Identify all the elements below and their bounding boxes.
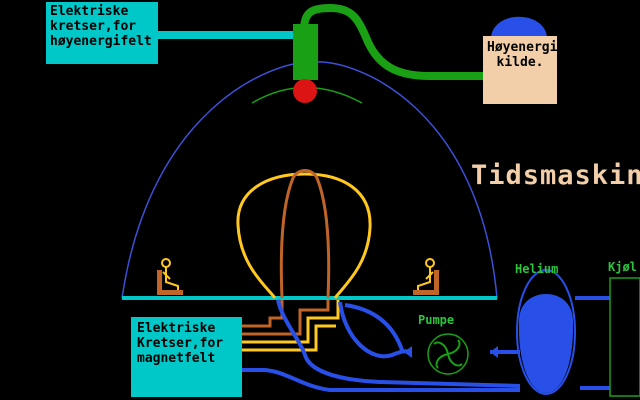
flow-arrows bbox=[404, 346, 498, 358]
energy-source-dome bbox=[491, 16, 547, 37]
energy-source-label: Høyenergi kilde. bbox=[483, 36, 557, 104]
seated-person-left-icon bbox=[157, 258, 183, 295]
seated-person-right-icon bbox=[413, 258, 439, 295]
emitter-housing bbox=[293, 24, 318, 80]
copper-arch bbox=[279, 169, 331, 299]
helium-label: Helium bbox=[515, 262, 559, 276]
energy-pipe bbox=[300, 3, 484, 80]
pump-fan-icon bbox=[427, 333, 469, 375]
hf-circuits-label: Elektriske kretser,for høyenergifelt bbox=[46, 2, 158, 64]
helium-pipes bbox=[238, 296, 610, 392]
pump-label: Pumpe bbox=[418, 313, 455, 327]
magnet-wires bbox=[242, 300, 340, 352]
cooler-unit bbox=[609, 277, 640, 397]
energy-emitter-icon bbox=[293, 79, 317, 103]
helium-tank bbox=[516, 269, 576, 395]
magnet-coil bbox=[236, 172, 372, 299]
cooler-label: Kjøl bbox=[608, 260, 637, 274]
magnet-circuits-label: Elektriske Kretser,for magnetfelt bbox=[131, 317, 242, 397]
page-title: Tidsmaskin. bbox=[471, 160, 640, 191]
platform-floor bbox=[122, 296, 497, 300]
hf-cable bbox=[158, 31, 296, 39]
